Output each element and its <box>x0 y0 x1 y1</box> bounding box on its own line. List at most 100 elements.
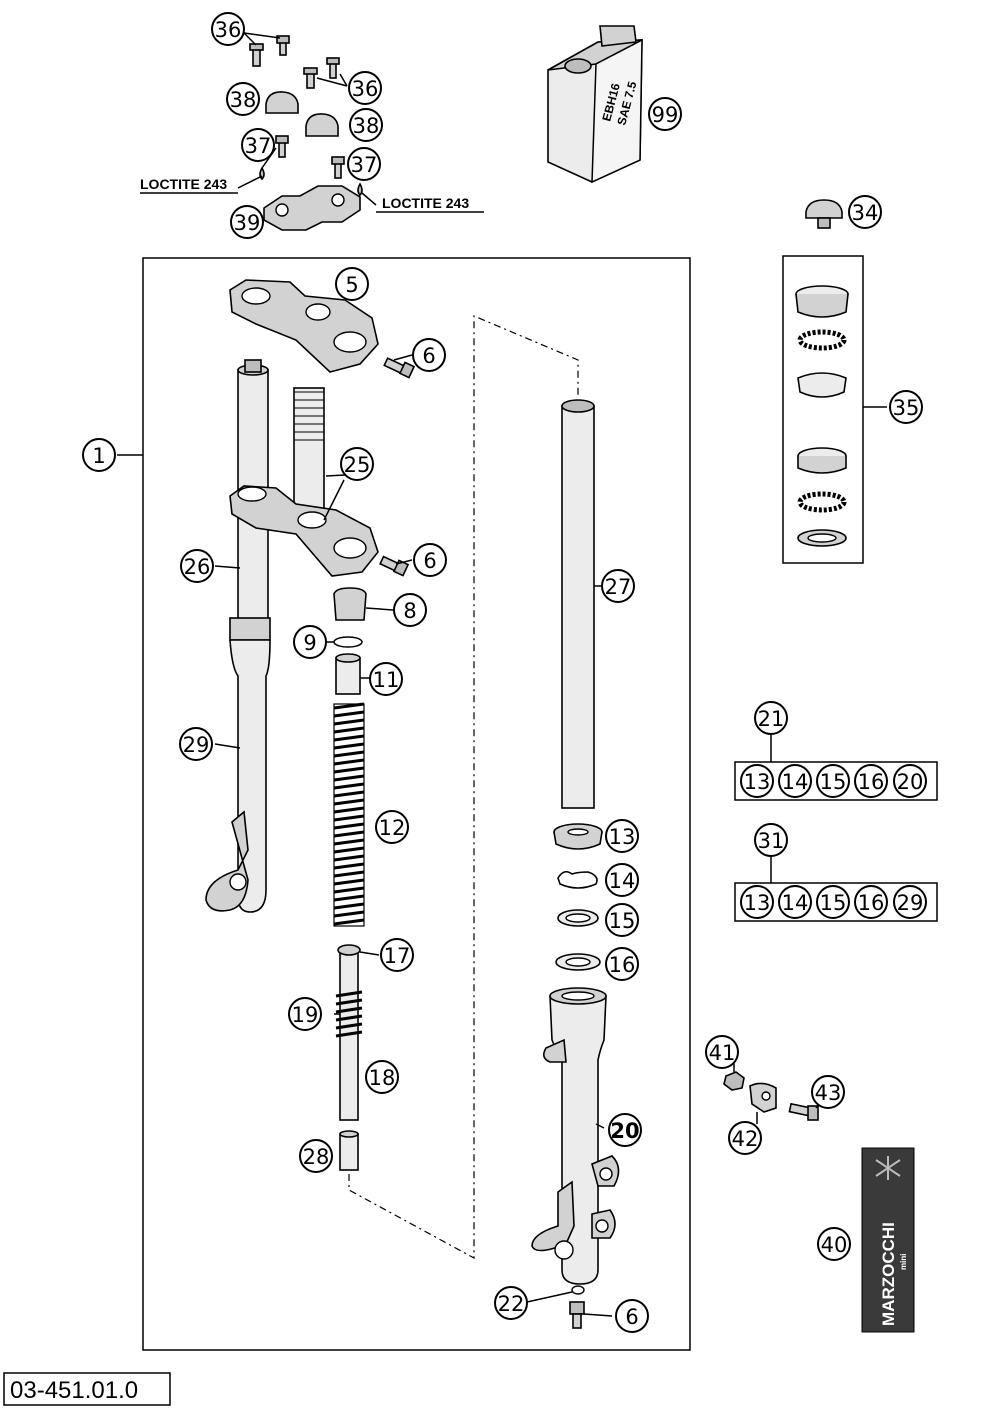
callout-1: 1 <box>82 438 116 472</box>
brake-mount-upper <box>542 1038 567 1063</box>
svg-text:38: 38 <box>353 114 380 138</box>
lock-cone-28 <box>339 1133 359 1171</box>
clamp-38-right <box>305 113 339 137</box>
svg-text:39: 39 <box>234 211 261 235</box>
bolt-36-right-a <box>303 67 318 89</box>
callout-21: 21 <box>754 701 788 735</box>
fork-oil-can: EBH16 SAE 7.5 <box>547 25 643 184</box>
pinch-bolt-6-upper <box>383 357 416 379</box>
callout-16: 16 <box>605 947 639 981</box>
svg-text:29: 29 <box>897 891 924 915</box>
svg-text:42: 42 <box>732 1127 759 1151</box>
svg-text:15: 15 <box>820 891 847 915</box>
stanchion-27 <box>561 405 595 809</box>
bolt-37-left <box>275 135 289 158</box>
pinch-bolt-6-lower <box>379 555 410 577</box>
bearing-set-frame <box>782 255 864 564</box>
svg-text:6: 6 <box>423 549 436 573</box>
svg-text:38: 38 <box>230 88 257 112</box>
svg-text:34: 34 <box>852 201 879 225</box>
svg-text:43: 43 <box>815 1081 842 1105</box>
callout-25: 25 <box>340 447 374 481</box>
svg-text:21: 21 <box>758 707 785 731</box>
callout-6-upper: 6 <box>412 338 446 372</box>
bearing-cage-lower <box>797 491 847 513</box>
loctite-drop-right <box>357 182 363 197</box>
callout-43: 43 <box>811 1075 845 1109</box>
svg-text:99: 99 <box>652 103 679 127</box>
svg-text:26: 26 <box>184 555 211 579</box>
callout-13: 13 <box>605 819 639 853</box>
kit-31-item: 15 <box>816 885 850 919</box>
svg-text:25: 25 <box>344 453 371 477</box>
assembly-axis <box>348 315 579 1260</box>
kit-21-item: 16 <box>854 764 888 798</box>
callout-99: 99 <box>648 97 682 131</box>
callout-9: 9 <box>293 625 327 659</box>
rebound-spring-19 <box>335 990 363 1038</box>
kit-31-item: 16 <box>854 885 888 919</box>
fork-assembly-frame <box>142 257 691 1351</box>
svg-text:13: 13 <box>609 825 636 849</box>
loctite-labels: LOCTITE 243 LOCTITE 243 <box>140 176 484 213</box>
kit-31-box <box>734 882 938 922</box>
leader-36 <box>243 32 348 87</box>
steering-stem-25 <box>293 387 325 513</box>
callout-38-left: 38 <box>226 82 260 116</box>
svg-text:13: 13 <box>744 891 771 915</box>
svg-text:22: 22 <box>498 1292 525 1316</box>
kit-21-item: 14 <box>778 764 812 798</box>
doc-code-box <box>3 1372 171 1406</box>
bolt-37-right <box>331 156 345 179</box>
axle-lug-left <box>205 810 249 912</box>
callout-12: 12 <box>375 810 409 844</box>
kit-31-item: 29 <box>893 885 927 919</box>
svg-text:37: 37 <box>245 134 272 158</box>
callout-6-lower: 6 <box>413 543 447 577</box>
bottom-bolt-6 <box>569 1301 585 1315</box>
marzocchi-logo-mark <box>875 1156 901 1180</box>
clamp-base-hole-left <box>275 203 289 217</box>
svg-text:14: 14 <box>609 869 636 893</box>
callout-29: 29 <box>179 727 213 761</box>
svg-text:19: 19 <box>292 1003 319 1027</box>
loctite-label-right: LOCTITE 243 <box>382 195 469 211</box>
callout-36-top: 36 <box>211 12 245 46</box>
fork-cap-8 <box>333 587 367 621</box>
callout-36-right: 36 <box>348 71 382 105</box>
svg-text:27: 27 <box>605 575 632 599</box>
svg-text:35: 35 <box>893 396 920 420</box>
kit-31-items: 13 14 15 16 29 <box>740 885 927 919</box>
o-ring-9 <box>333 636 363 648</box>
callout-41: 41 <box>705 1035 739 1069</box>
kit-31-item: 14 <box>778 885 812 919</box>
bearing-race-top <box>797 372 847 398</box>
svg-text:36: 36 <box>352 77 379 101</box>
callout-38-right: 38 <box>349 108 383 142</box>
callout-8: 8 <box>393 593 427 627</box>
svg-text:37: 37 <box>351 153 378 177</box>
callout-17: 17 <box>380 938 414 972</box>
kit-31-item: 13 <box>740 885 774 919</box>
callout-6-bottom: 6 <box>615 1299 649 1333</box>
fork-assembly-parts <box>117 279 620 1329</box>
callout-11: 11 <box>369 662 403 696</box>
svg-text:36: 36 <box>215 18 242 42</box>
svg-text:8: 8 <box>403 599 416 623</box>
callouts: 36 36 38 38 37 37 39 99 34 35 1 5 6 25 6… <box>82 12 927 1333</box>
svg-text:40: 40 <box>821 1233 848 1257</box>
nut-41 <box>723 1071 745 1091</box>
slider-seal-ring <box>229 617 271 641</box>
axle-lug-right <box>531 1180 575 1252</box>
callout-18: 18 <box>365 1060 399 1094</box>
callout-35: 35 <box>889 390 923 424</box>
retaining-clip-14 <box>557 870 598 889</box>
marzocchi-logo-sub: mini <box>899 1254 908 1270</box>
fork-spring-12 <box>333 702 365 926</box>
marzocchi-decal: MARZOCCHI mini <box>861 1147 915 1333</box>
svg-text:14: 14 <box>782 891 809 915</box>
cable-guide-parts <box>723 1058 827 1124</box>
callout-37-left: 37 <box>241 128 275 162</box>
